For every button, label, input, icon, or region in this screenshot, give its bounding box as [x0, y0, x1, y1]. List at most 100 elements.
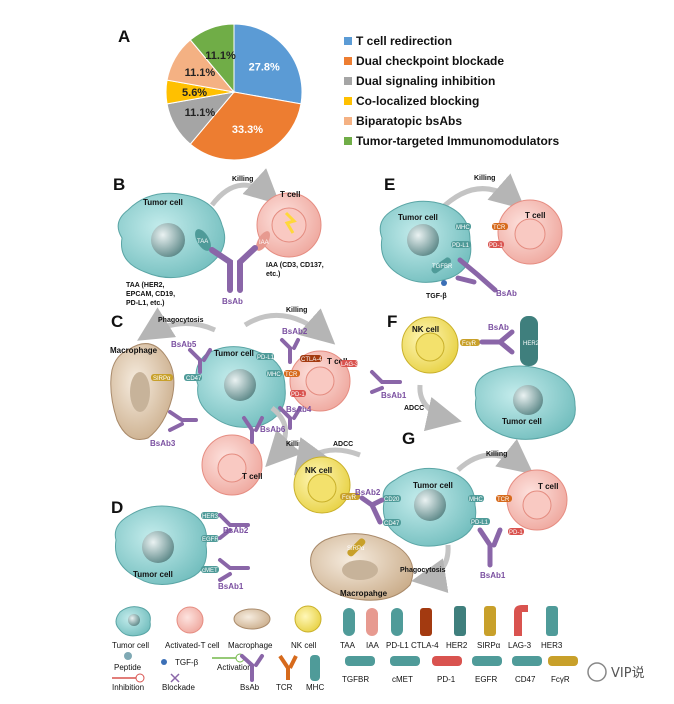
c-bsab5-label: BsAb5: [171, 340, 197, 349]
g-adcc-label: ADCC: [333, 441, 353, 448]
legend-sirpa-icon: [484, 606, 496, 636]
c-tcr-receptor: [284, 370, 300, 377]
f-fcr-receptor: [460, 339, 480, 346]
c-ctla4-label: CTLA-4: [301, 357, 322, 363]
legend-fcr-label: FcγR: [551, 675, 570, 684]
c-tcell-label: T cell: [327, 357, 347, 366]
b-killing-label: Killing: [232, 176, 253, 183]
legend-ctla4-icon: [420, 608, 432, 636]
legend-entry-4: Co-localized blocking: [356, 94, 479, 108]
b-taa-note-3: PD-L1, etc.): [126, 300, 165, 307]
d-bsab2-label: BsAb2: [223, 526, 249, 535]
g-cd47-label: CD47: [384, 521, 400, 527]
c-tumor-label: Tumor cell: [214, 349, 254, 358]
f-nk-nucleus: [415, 332, 445, 362]
c-phagocytosis-arrow: [137, 307, 217, 341]
d-egfr-label: EGFR: [202, 537, 219, 543]
c-macrophage-label: Macrophage: [110, 346, 158, 355]
legend-her3-icon: [546, 606, 558, 636]
legend-activation-label: Activation: [217, 663, 252, 672]
e-bsab-label: BsAb: [496, 289, 517, 298]
d-her3-label: HER3: [202, 514, 219, 520]
g-macrophage-nucleus: [342, 560, 378, 580]
pie-slice-2: [189, 91, 302, 161]
legend-iaa-icon: [366, 608, 378, 636]
pie-value-label-4: 5.6%: [182, 87, 207, 99]
legend-peptide-icon: [124, 652, 132, 660]
legend-lag3-label: LAG-3: [508, 641, 532, 650]
f-adcc-label: ADCC: [404, 405, 424, 412]
legend-mhc-icon: [310, 655, 320, 681]
c-pdl1-receptor: [256, 353, 274, 360]
c-killing-top-label: Killing: [286, 307, 307, 314]
g-nk-label: NK cell: [305, 466, 332, 475]
f-nk-label: NK cell: [412, 325, 439, 334]
g-fcr-label: FcγR: [342, 495, 357, 501]
legend-tgfbr-icon: [345, 656, 375, 666]
d-tumor-label: Tumor cell: [133, 570, 173, 579]
f-her2-receptor: [520, 316, 538, 366]
legend-entry-3: Dual signaling inhibition: [356, 74, 495, 88]
b-tcell-label: T cell: [280, 190, 300, 199]
pie-value-label-1: 27.8%: [249, 62, 280, 74]
pie-value-label-6: 11.1%: [205, 50, 236, 62]
legend-egfr-label: EGFR: [475, 675, 497, 684]
c-t-nucleus-bottom: [217, 453, 247, 483]
c-cd47-label: CD47: [186, 376, 202, 382]
g-bsab2-label: BsAb2: [355, 488, 381, 497]
e-mhc-label: MHC: [456, 225, 470, 231]
watermark-text: VIP说: [611, 666, 645, 681]
b-taa-receptor: [195, 229, 211, 251]
legend-pdl1-icon: [391, 608, 403, 636]
g-killing-label: Killing: [486, 451, 507, 458]
c-bsab3-label: BsAb3: [150, 439, 176, 448]
legend-tcell-icon: [176, 606, 204, 634]
g-mhc-receptor: [468, 495, 484, 502]
b-iaa-receptor: [256, 231, 270, 251]
e-tumor-nucleus: [407, 224, 439, 256]
legend-tgfb-label: TGF-β: [175, 658, 199, 667]
g-bsab-icons: [359, 495, 503, 568]
legend-tcr-icon: [278, 654, 298, 680]
b-taa-note-1: TAA (HER2,: [126, 282, 165, 289]
legend-iaa-label: IAA: [366, 641, 380, 650]
legend-pd1-label: PD-1: [437, 675, 456, 684]
e-tgfb-dot: [441, 280, 447, 286]
legend-inhibition-circle: [135, 673, 145, 683]
e-pdl1-receptor: [451, 241, 471, 248]
c-killing-top-arrow: [243, 308, 336, 345]
c-cd47-receptor: [184, 374, 202, 381]
c-bsab2-label: BsAb2: [282, 327, 308, 336]
d-cmet-label: cMET: [202, 568, 218, 574]
e-tcr-label: TCR: [493, 225, 506, 231]
legend-nk-icon: [294, 605, 322, 633]
e-tgfbr-receptor: [431, 257, 452, 274]
c-pd1-label: PD-1: [291, 392, 305, 398]
legend-entry-6: Tumor-targeted Immunomodulators: [356, 134, 559, 148]
e-pd1-label: PD-1: [489, 243, 503, 249]
e-tcr-receptor: [492, 223, 508, 230]
b-taa-label: TAA: [197, 239, 208, 245]
panel-label-b: B: [113, 175, 125, 194]
bottom-legend: Tumor cell Activated-T cell Macrophage N…: [112, 605, 578, 692]
g-t-nucleus: [522, 490, 552, 520]
g-macrophage-label: Macropahge: [340, 589, 388, 598]
g-phagocytosis-label: Phagocytosis: [400, 567, 446, 574]
legend-swatch-5: [344, 117, 352, 125]
d-tumor-nucleus: [142, 531, 174, 563]
c-sirpa-label: SIRPα: [153, 376, 171, 382]
c-tcell-bottom-label: T cell: [242, 472, 262, 481]
g-pdl1-label: PD-L1: [471, 520, 489, 526]
g-tcr-label: TCR: [497, 497, 510, 503]
legend-cd47-label: CD47: [515, 675, 536, 684]
c-pdl1-label: PD-L1: [257, 355, 275, 361]
d-egfr-receptor: [201, 535, 219, 542]
c-mhc-receptor: [266, 370, 282, 377]
b-taa-note-2: EPCAM, CD19,: [126, 291, 175, 298]
c-bsab1-label: BsAb1: [381, 391, 407, 400]
c-lag3-label: LAG-3: [341, 362, 359, 368]
c-bsab4-label: BsAb4: [286, 405, 312, 414]
e-tgfbr-label: TGFBR: [432, 264, 453, 270]
g-nk-nucleus: [307, 473, 337, 503]
